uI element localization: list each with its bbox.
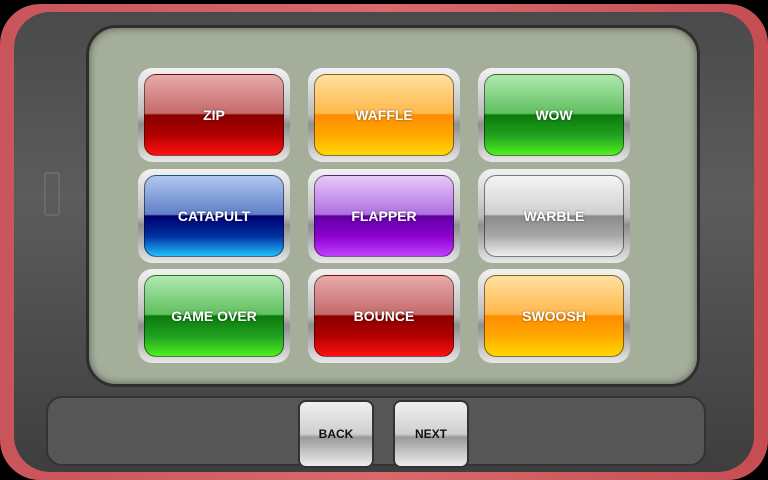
sound-button-game-over[interactable]: GAME OVER	[138, 269, 290, 363]
sound-button-catapult[interactable]: CATAPULT	[138, 169, 290, 263]
sound-button-flapper[interactable]: FLAPPER	[308, 169, 460, 263]
sound-button-swoosh[interactable]: SWOOSH	[478, 269, 630, 363]
sound-button-wow[interactable]: WOW	[478, 68, 630, 162]
button-label: WARBLE	[484, 175, 624, 257]
button-label: WAFFLE	[314, 74, 454, 156]
button-label: SWOOSH	[484, 275, 624, 357]
back-button[interactable]: BACK	[298, 400, 374, 468]
button-label: BOUNCE	[314, 275, 454, 357]
button-label: ZIP	[144, 74, 284, 156]
button-label: GAME OVER	[144, 275, 284, 357]
next-button[interactable]: NEXT	[393, 400, 469, 468]
sound-button-bounce[interactable]: BOUNCE	[308, 269, 460, 363]
button-label: CATAPULT	[144, 175, 284, 257]
button-label: WOW	[484, 74, 624, 156]
sound-button-waffle[interactable]: WAFFLE	[308, 68, 460, 162]
button-label: FLAPPER	[314, 175, 454, 257]
sound-button-warble[interactable]: WARBLE	[478, 169, 630, 263]
sound-button-zip[interactable]: ZIP	[138, 68, 290, 162]
side-slot	[44, 172, 60, 216]
bottom-bar	[46, 396, 706, 466]
